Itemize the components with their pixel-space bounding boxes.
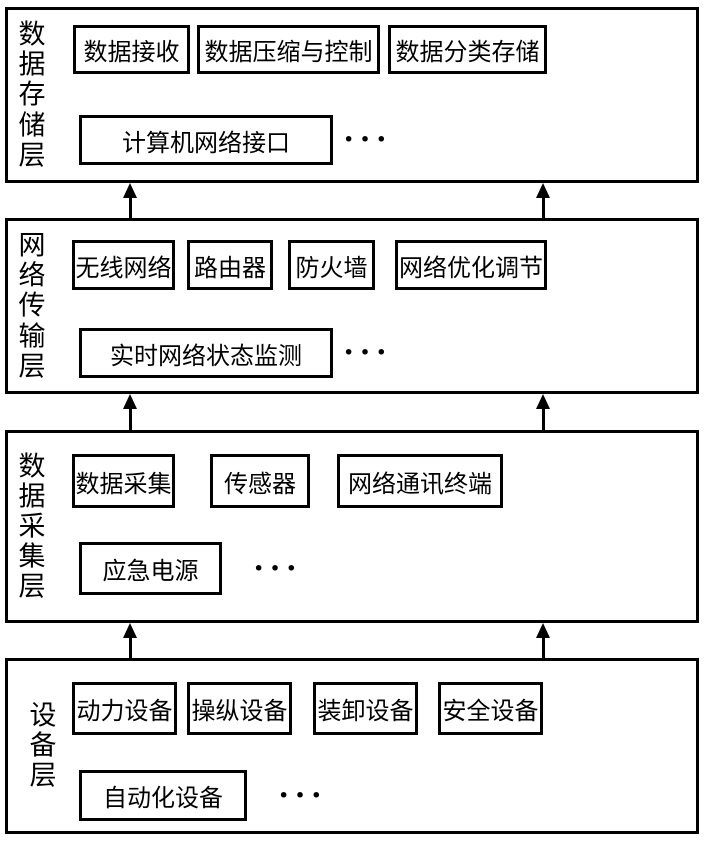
node-loading-equipment: 装卸设备 bbox=[313, 682, 418, 735]
arrow-head-icon bbox=[536, 623, 550, 638]
node-sensor: 传感器 bbox=[210, 454, 310, 508]
layer-label-data-storage: 数据存储层 bbox=[18, 19, 46, 171]
arrow-head-icon bbox=[123, 394, 137, 409]
node-data-compression-control: 数据压缩与控制 bbox=[197, 25, 380, 74]
node-wireless-network: 无线网络 bbox=[72, 240, 175, 290]
arrow-head-icon bbox=[536, 183, 550, 198]
up-arrow bbox=[536, 183, 550, 218]
up-arrow bbox=[123, 623, 137, 658]
up-arrow bbox=[536, 623, 550, 658]
arrow-head-icon bbox=[536, 394, 550, 409]
arrow-shaft bbox=[541, 638, 545, 658]
node-power-equipment: 动力设备 bbox=[72, 682, 177, 735]
layer-equipment: 设备层 动力设备 操纵设备 装卸设备 安全设备 自动化设备 ··· bbox=[5, 658, 699, 834]
arrow-shaft bbox=[541, 198, 545, 218]
node-firewall: 防火墙 bbox=[288, 240, 375, 290]
ellipsis-text: ··· bbox=[278, 776, 328, 814]
node-data-acquisition: 数据采集 bbox=[72, 454, 175, 508]
node-safety-equipment: 安全设备 bbox=[438, 682, 543, 735]
node-computer-network-interface: 计算机网络接口 bbox=[79, 115, 333, 165]
layer-label-equipment: 设备层 bbox=[29, 700, 57, 792]
node-data-classified-storage: 数据分类存储 bbox=[388, 25, 547, 74]
ellipsis-text: ··· bbox=[253, 549, 303, 587]
ellipsis-text: ··· bbox=[343, 334, 393, 371]
layer-network-transport: 网络传输层 无线网络 路由器 防火墙 网络优化调节 实时网络状态监测 ··· bbox=[5, 218, 699, 394]
layer-data-storage: 数据存储层 数据接收 数据压缩与控制 数据分类存储 计算机网络接口 ··· bbox=[5, 7, 699, 183]
node-network-optimization: 网络优化调节 bbox=[395, 240, 547, 290]
node-emergency-power: 应急电源 bbox=[79, 542, 222, 595]
up-arrow bbox=[536, 394, 550, 430]
up-arrow bbox=[123, 183, 137, 218]
layer-label-data-collection: 数据采集层 bbox=[18, 450, 46, 602]
up-arrow bbox=[123, 394, 137, 430]
node-router: 路由器 bbox=[187, 240, 273, 290]
layer-label-network-transport: 网络传输层 bbox=[18, 230, 46, 382]
ellipsis-text: ··· bbox=[343, 121, 393, 158]
arrow-head-icon bbox=[123, 623, 137, 638]
arrow-head-icon bbox=[123, 183, 137, 198]
layer-data-collection: 数据采集层 数据采集 传感器 网络通讯终端 应急电源 ··· bbox=[5, 430, 699, 623]
node-control-equipment: 操纵设备 bbox=[187, 682, 292, 735]
node-automation-equipment: 自动化设备 bbox=[79, 770, 247, 821]
arrow-shaft bbox=[541, 409, 545, 430]
node-data-reception: 数据接收 bbox=[73, 25, 190, 74]
arrow-shaft bbox=[128, 409, 132, 430]
node-network-comm-terminal: 网络通讯终端 bbox=[337, 454, 503, 508]
node-realtime-network-monitoring: 实时网络状态监测 bbox=[79, 328, 333, 378]
arrow-shaft bbox=[128, 638, 132, 658]
arrow-shaft bbox=[128, 198, 132, 218]
